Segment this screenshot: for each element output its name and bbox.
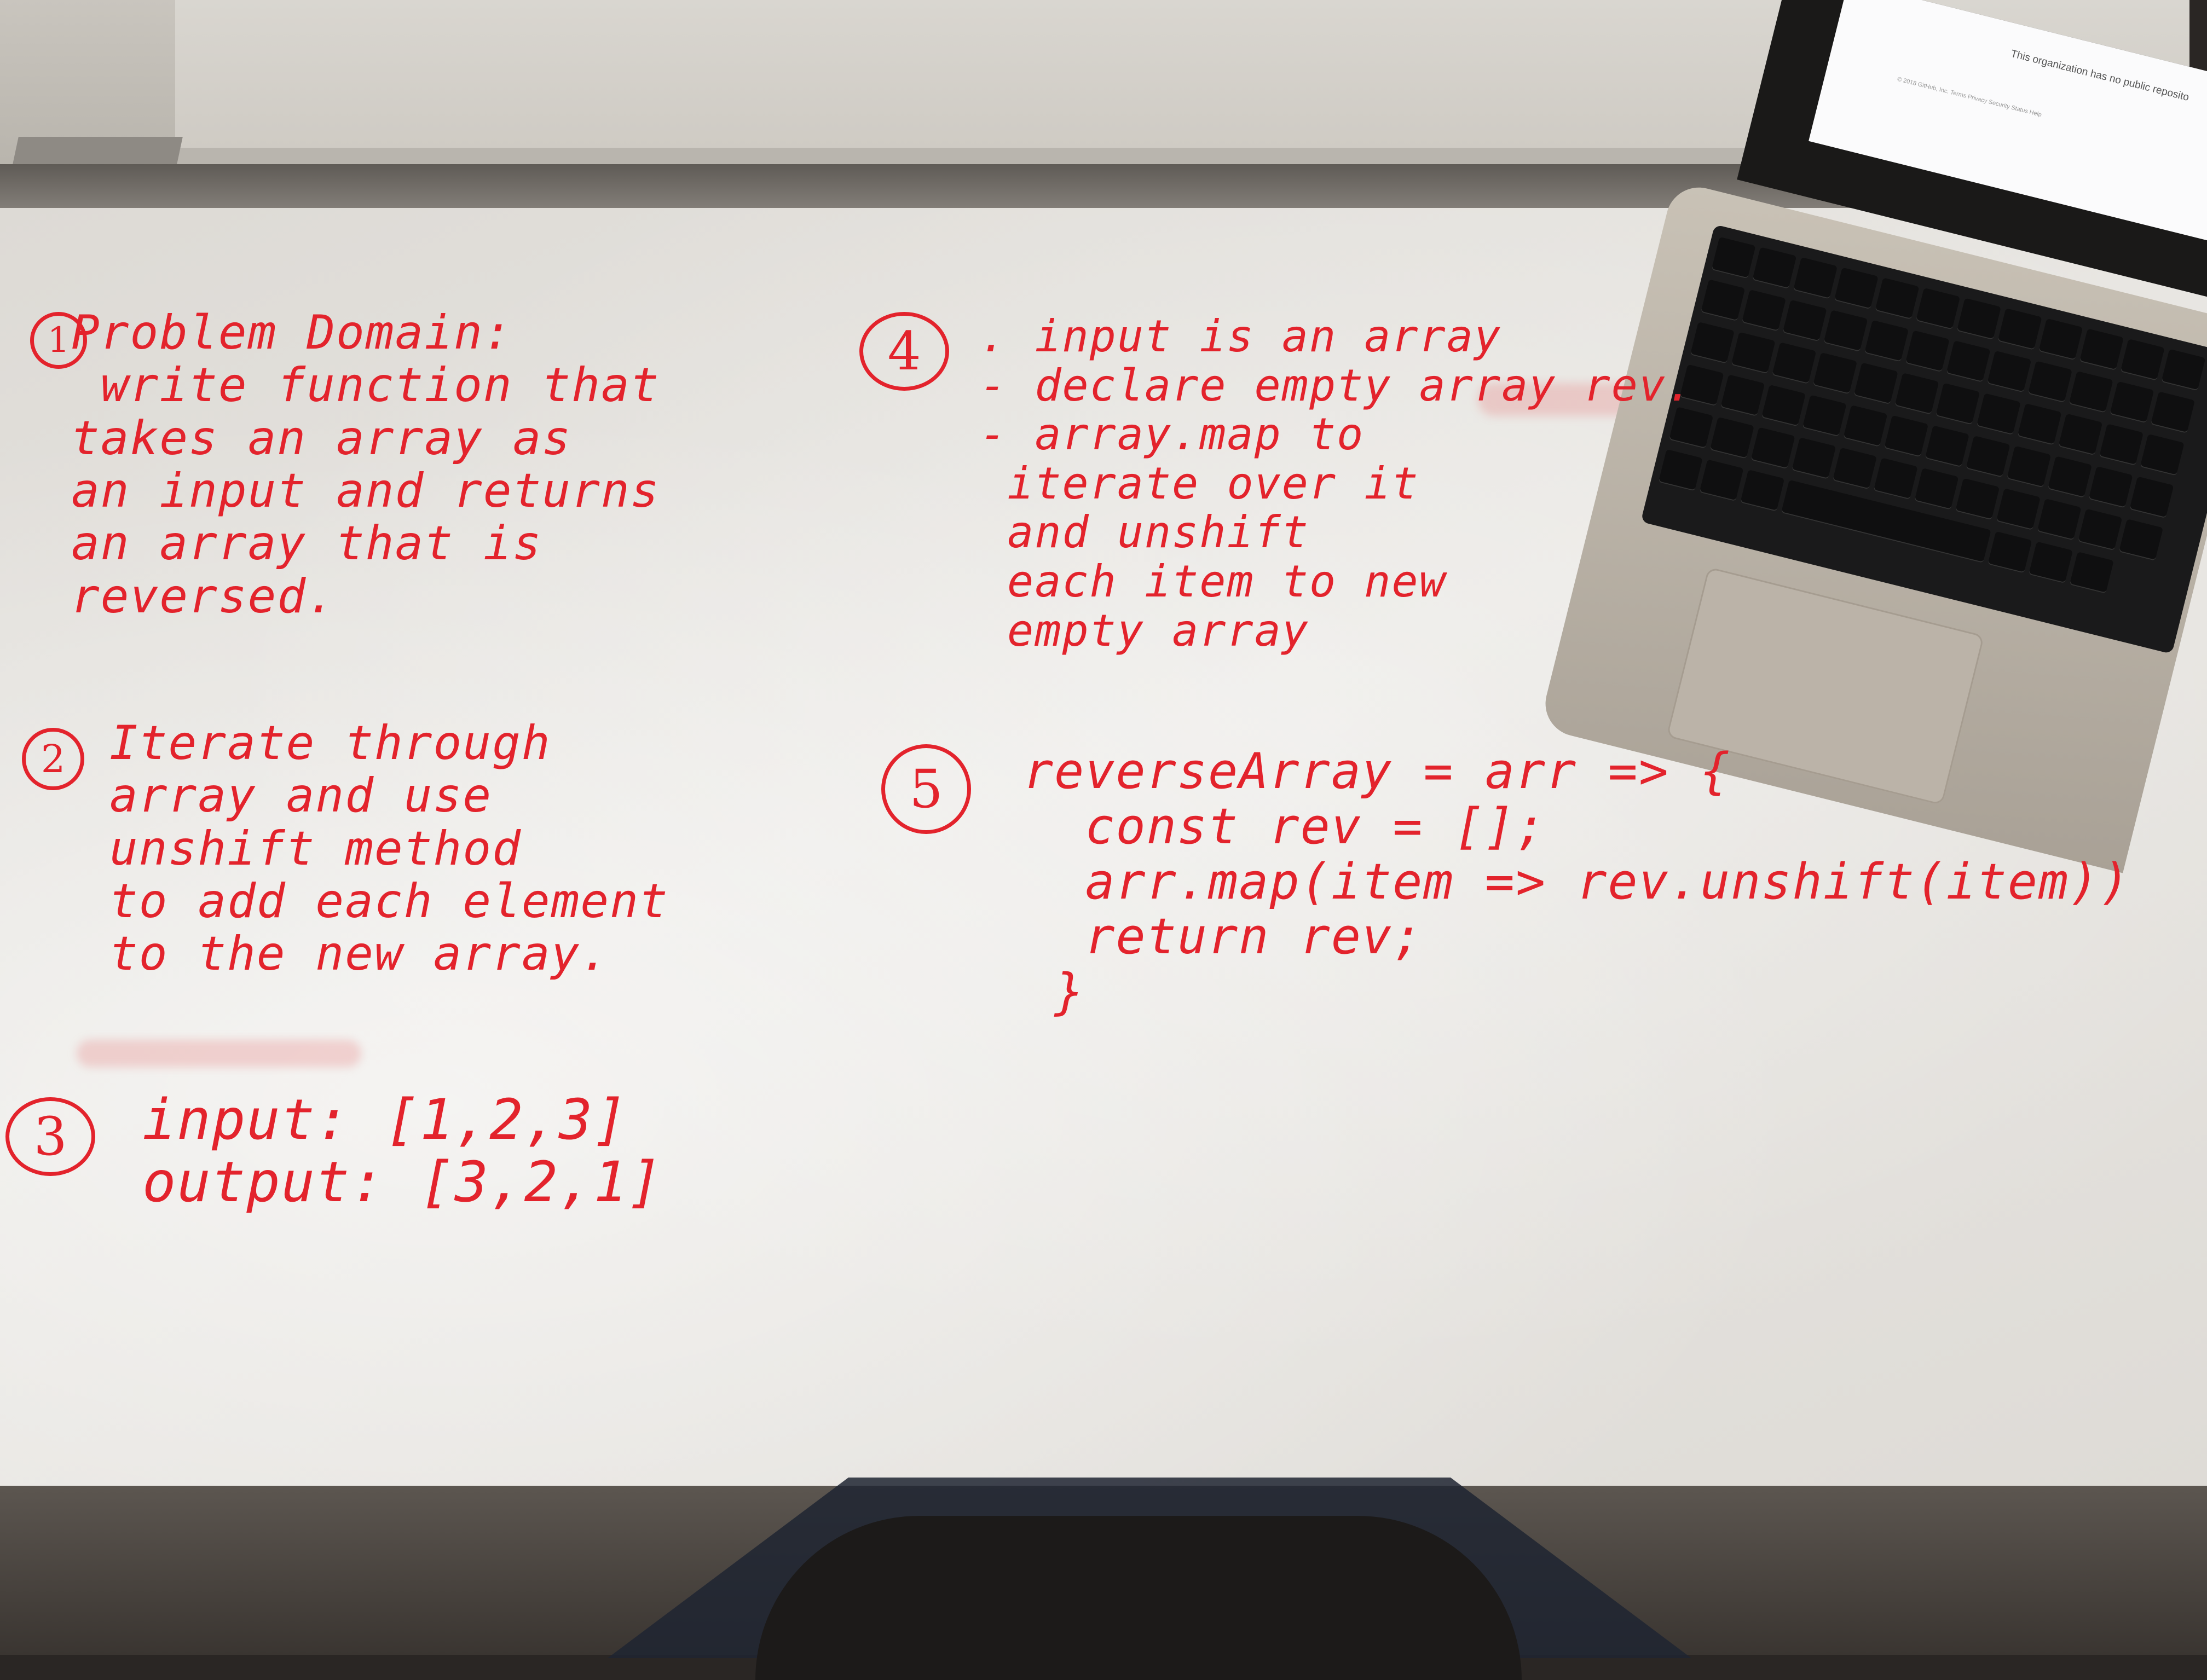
step-number-2: 2 [22,728,84,790]
step-number-4: 4 [859,312,949,391]
step-1-problem-domain: Problem Domain: write function that take… [71,305,660,624]
github-footer: © 2018 GitHub, Inc. Terms Privacy Securi… [1896,76,2043,119]
step-5-code: reverseArray = arr => { const rev = []; … [1024,743,2131,1021]
step-number-5: 5 [881,744,971,834]
step-number-3: 3 [5,1097,95,1176]
ink-smudge [77,1040,361,1067]
chair-seat [755,1516,1522,1680]
step-number-1: 1 [30,312,87,369]
step-3-input-output: input: [1,2,3] output: [3,2,1] [142,1087,663,1215]
step-2-approach: Iterate through array and use unshift me… [109,716,669,982]
step-4-algorithm: . input is an array - declare empty arra… [980,311,1694,656]
